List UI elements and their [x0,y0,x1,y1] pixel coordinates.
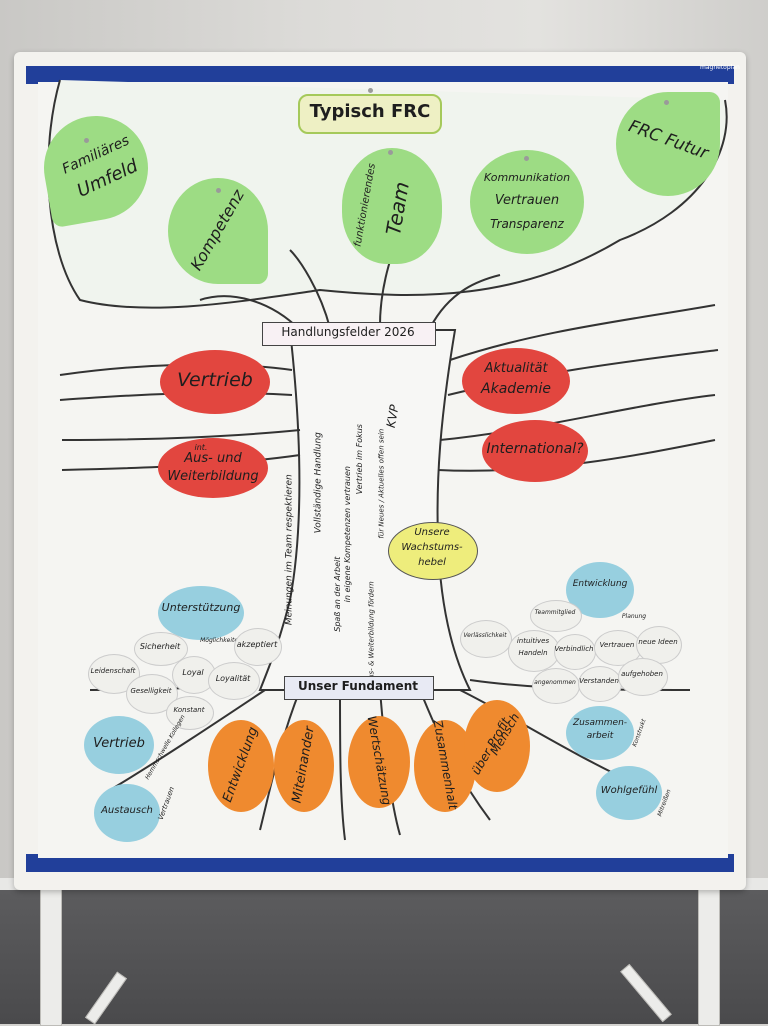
board-brand-label: magnetoplan [700,64,740,71]
fundament-banner-text: Unser Fundament [298,679,418,693]
card-ausbildung-line2: Weiterbildung [167,469,259,484]
card-international [482,420,588,482]
root-card-miteinander [274,720,334,812]
white-card-neue-ideen [636,626,682,664]
white-card-intuitives [508,630,560,672]
card-wachstum-line2: Wachstums- [401,542,463,553]
branch-right-lower [437,394,716,472]
card-zusammenarbeit [566,706,634,760]
leaf-futur [616,92,720,196]
label-neue-ideen: neue Ideen [638,638,678,646]
white-card-loyalitaet [208,662,260,700]
pin [388,150,393,155]
pin [664,100,669,105]
leaf-kompetenz [168,178,268,284]
fundament-banner [284,676,434,700]
label-konstant: Konstant [173,706,205,714]
leaf-team [342,148,442,264]
white-card-angenommen [532,668,580,704]
card-aktualitaet [462,348,570,414]
label-aufgehoben: aufgehoben [621,670,663,678]
white-card-verstanden [578,666,622,702]
label-moeglichkeiten: Möglichkeiten [200,637,242,644]
card-aktualitaet-line1: Aktualität [484,361,548,376]
label-angenommen: angenommen [534,679,576,686]
card-wachstum-line3: hebel [418,557,446,568]
card-aktualitaet-line2: Akademie [481,381,551,397]
label-sicherheit: Sicherheit [139,642,181,651]
card-vertrieb-red-text: Vertrieb [177,369,253,391]
label-verlaesslichkeit: Verlässlichkeit [463,632,507,639]
pin [216,188,221,193]
label-geselligkeit: Geselligkeit [130,687,172,695]
white-card-konstant [166,696,214,730]
trunk-meinungen: Meinungen im Team respektieren [284,474,295,626]
card-ausbildung [158,438,268,498]
card-ausbildung-int: int. [194,443,208,452]
card-wachstum [388,522,478,580]
trunk-vollstaendige: Vollständige Handlung [313,432,324,534]
title-text: Typisch FRC [309,101,431,122]
leaf-kvt-line2: Vertrauen [494,193,560,208]
card-vertrieb-blue [84,716,154,774]
white-card-verlaesslichkeit [460,620,512,658]
trunk-neues: für Neues / Aktuelles offen sein [377,428,386,539]
tree-trunk [258,329,472,691]
card-ausbildung-line1: Aus- und [184,451,242,466]
pin [368,88,373,93]
trunk-ausbildung: Aus- & Weiterbildung fördern [367,581,376,684]
card-wachstum-line1: Unsere [414,527,450,538]
white-card-akzeptiert [234,628,282,666]
card-wohlgefuehl-text: Wohlgefühl [600,785,658,796]
leaf-kvt-line1: Kommunikation [483,171,571,184]
card-entwicklung-blue-text: Entwicklung [572,579,628,589]
root-card-entwicklung [208,720,274,812]
label-verstanden: Verstanden [579,677,619,685]
root-card-mensch [464,700,530,792]
card-wohlgefuehl [596,766,662,820]
trunk-vertrieb-fokus: Vertrieb im Fokus [354,424,364,495]
pin [524,156,529,161]
carpet-floor [0,890,768,1024]
root-card-wertschaetzung [348,716,410,808]
label-loyalitaet: Loyalität [215,674,251,683]
label-planung: Planung [621,613,647,620]
board-blue-strip-bottom [26,854,734,872]
label-loyal: Loyal [182,668,204,677]
card-international-text: International? [486,441,584,457]
white-card-geselligkeit [126,674,178,714]
card-vertrieb-blue-text: Vertrieb [93,736,145,751]
handlungsfelder-banner-text: Handlungsfelder 2026 [281,325,415,339]
trunk-spass: Spaß an der Arbeit [332,556,342,632]
label-intuitives-line2: Handeln [518,649,548,657]
card-austausch-text: Austausch [101,805,153,816]
white-card-aufgehoben [618,658,668,696]
pin [84,138,89,143]
trunk-kompetenzen: in eigene Kompetenzen vertrauen [342,466,352,603]
leaf-kvt-line3: Transparenz [490,217,564,231]
board-blue-strip-top [26,66,734,84]
card-zusammenarbeit-line1: Zusammen- [572,718,628,728]
label-teammitglied: Teammitglied [534,609,576,616]
label-vertrauen-right: Vertrauen [599,641,635,649]
card-zusammenarbeit-line2: arbeit [586,731,614,741]
crown-branches [199,244,501,331]
card-unterstuetzung [158,586,244,640]
title-banner: Typisch FRC [298,94,442,134]
card-vertrieb-red [160,350,270,414]
card-austausch [94,784,160,842]
white-card-teammitglied [530,600,582,632]
label-intuitives-line1: intuitives [516,637,550,645]
label-akzeptiert: akzeptiert [236,640,278,649]
leaf-kvt [470,150,584,254]
label-leidenschaft: Leidenschaft [90,667,136,675]
card-unterstuetzung-text: Unterstützung [161,601,241,614]
label-verbindlich: Verbindlich [554,645,594,653]
handlungsfelder-banner [262,322,436,346]
